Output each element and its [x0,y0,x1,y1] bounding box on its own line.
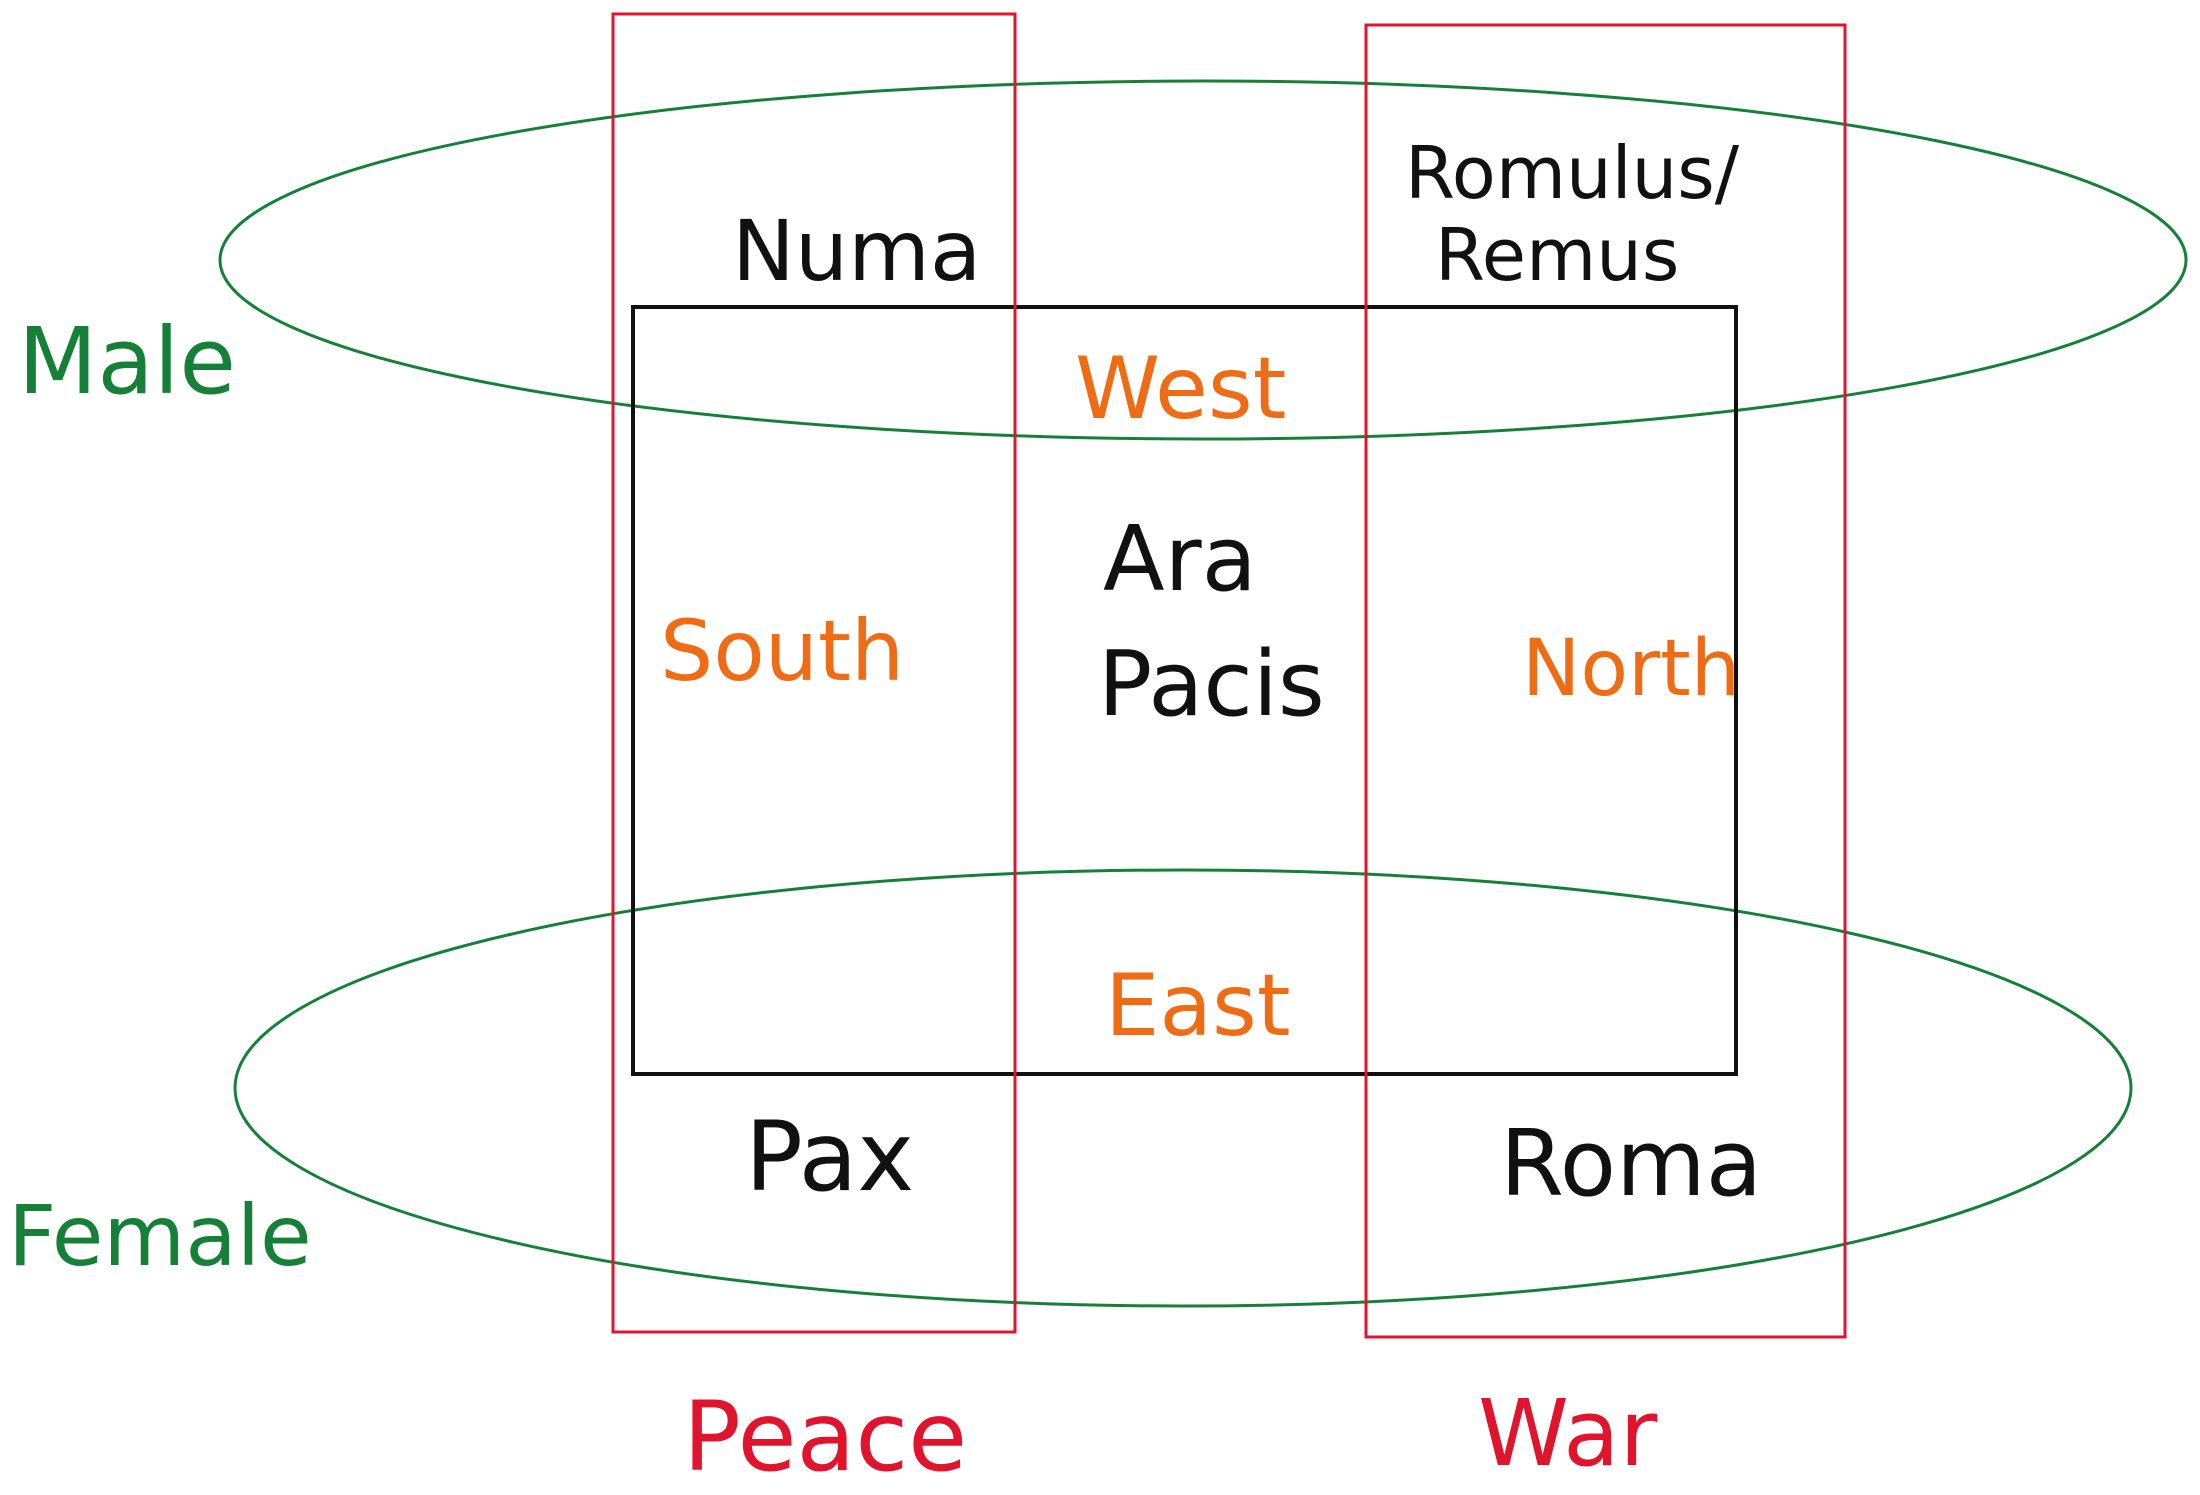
war-label: War [1478,1380,1657,1487]
numa-label: Numa [732,202,981,300]
north-label: North [1522,624,1740,714]
altar-rectangle [631,305,1738,1076]
male-group-ellipse [218,79,2188,441]
peace-column-rectangle [611,12,1017,1334]
roma-label: Roma [1500,1110,1762,1217]
ara-label: Ara [1103,507,1257,612]
female-group-ellipse [233,868,2133,1308]
remus-label: Remus [1435,213,1679,297]
romulus-label: Romulus/ [1405,131,1740,215]
pacis-label: Pacis [1098,632,1325,737]
female-label: Female [8,1187,312,1285]
pax-label: Pax [745,1101,914,1213]
east-label: East [1105,956,1291,1056]
south-label: South [660,602,904,700]
war-column-rectangle [1364,23,1847,1339]
west-label: West [1075,339,1286,439]
peace-label: Peace [683,1381,967,1493]
male-label: Male [18,308,236,415]
